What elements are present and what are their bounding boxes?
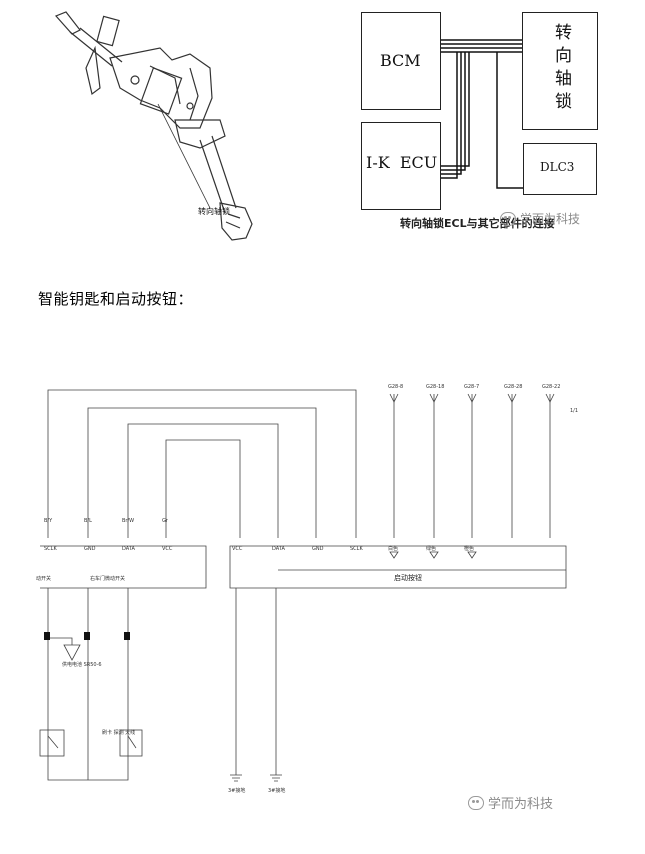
- block-diagram: BCM I-K ECU 转向轴锁 DLC3: [357, 8, 607, 210]
- led-orange: 橙色: [464, 545, 474, 552]
- start-button-label: 启动按钮: [394, 573, 422, 582]
- steering-lock-block: 转向轴锁: [522, 12, 598, 130]
- left-pin-4-sig: VCC: [162, 546, 173, 552]
- steering-lock-label: 转向轴锁: [551, 23, 571, 115]
- bcm-block: BCM: [361, 12, 441, 110]
- top-watermark: 学而为科技: [500, 210, 580, 227]
- wiring-schematic: 1/1 G28-8 G28-18 G28-7 G28-28 G28-22 B/Y…: [36, 384, 578, 794]
- battery-label: 供电电池 SR50-6: [62, 661, 102, 668]
- page-mark: 1/1: [570, 408, 578, 414]
- bottom-watermark: 学而为科技: [468, 793, 553, 812]
- ik-ecu-block: I-K ECU: [361, 122, 441, 210]
- mid-pin-1-sig: VCC: [232, 546, 243, 552]
- steering-column-drawing: 转向轴锁: [54, 11, 253, 241]
- top-wire-5: G28-22: [542, 384, 560, 390]
- led-green: 绿色: [426, 545, 436, 552]
- mid-pin-3-sig: GND: [312, 546, 324, 552]
- ik-ecu-label: I-K ECU: [366, 153, 438, 172]
- block-caption: 转向轴锁ECL与其它部件的连接: [400, 217, 555, 230]
- mid-pin-2-sig: DATA: [272, 546, 285, 552]
- top-wire-3: G28-7: [464, 384, 479, 390]
- left-pin-1-wire: B/Y: [44, 518, 53, 524]
- dlc3-label: DLC3: [540, 160, 575, 174]
- top-wire-1: G28-8: [388, 384, 403, 390]
- section-title: 智能钥匙和启动按钮：: [38, 290, 194, 308]
- left-pin-4-wire: Gr: [162, 518, 169, 524]
- led-white: 白色: [388, 545, 398, 552]
- bcm-label: BCM: [380, 51, 421, 70]
- left-pin-1-sig: SCLK: [44, 546, 57, 552]
- bottom-watermark-text: 学而为科技: [488, 797, 554, 812]
- left-pin-3-wire: Br/W: [122, 518, 134, 524]
- wechat-icon: [500, 211, 516, 226]
- top-watermark-text: 学而为科技: [520, 212, 581, 226]
- left-pin-2-wire: B/L: [84, 518, 92, 524]
- wechat-icon: [468, 795, 484, 810]
- left-module-b: 右车门微动开关: [90, 575, 125, 582]
- ground-1-label: 3#接地: [228, 787, 245, 794]
- column-lock-label: 转向轴锁: [198, 206, 230, 216]
- mid-pin-4-sig: SCLK: [350, 546, 363, 552]
- antenna-label: 刷卡 探测 天线: [102, 729, 135, 736]
- ground-2-label: 3#接地: [268, 787, 285, 794]
- left-pin-2-sig: GND: [84, 546, 96, 552]
- top-wire-4: G28-28: [504, 384, 522, 390]
- left-pin-3-sig: DATA: [122, 546, 135, 552]
- left-module-a: 动开关: [36, 575, 51, 582]
- top-wire-2: G28-18: [426, 384, 444, 390]
- block-wires: [441, 39, 523, 189]
- dlc3-block: DLC3: [523, 143, 597, 195]
